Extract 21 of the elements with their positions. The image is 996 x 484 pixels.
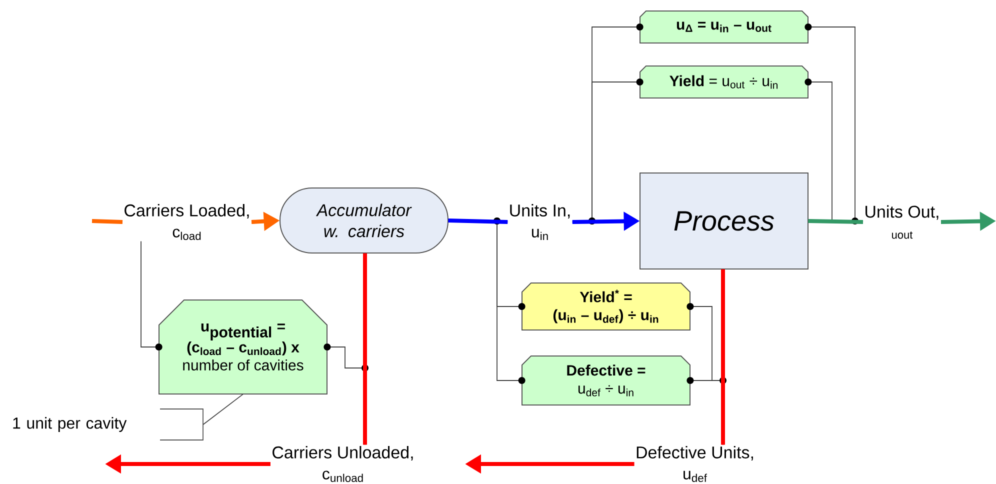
leader-line — [202, 394, 244, 425]
formula-box: u$_{Δ}$ = u$_{in}$ – u$_{out}$ — [640, 10, 808, 44]
formula-box: $\textbf{u}_{\textbf{potential}}\textbf{ =}$ (c$_{load}$ – c$_{unload}$) x number of cavities — [158, 300, 328, 394]
flow-line — [92, 219, 123, 224]
connector-line — [494, 218, 526, 384]
formula-box: Yield$^{*}$ = (u$_{in}$ – u$_{def}$) ÷ u$_{in}$ — [522, 282, 690, 330]
formula-box: Yield = u$_{out}$ ÷ u$_{in}$ — [640, 66, 808, 98]
flow-line — [721, 269, 725, 445]
connector-line — [140, 240, 162, 350]
flow-label: Carriers Unloaded, c$_{unload}$ — [272, 446, 413, 482]
flow-label: Carriers Loaded, c$_{load}$ — [124, 204, 249, 240]
formula-box: Defective = u$_{def}$ ÷ u$_{in}$ — [522, 356, 690, 406]
process-box: Process — [640, 172, 808, 270]
rounded-box: Accumulator w. carriers — [280, 188, 448, 254]
callout-label: 1 unit per cavity — [13, 408, 204, 440]
flow-line — [808, 219, 864, 224]
flow-line — [448, 218, 508, 224]
flow-label: Units Out, uout — [866, 205, 938, 239]
flow-label: Units In, u$_{in}$ — [510, 204, 570, 240]
flow-label: Defective Units, u$_{def}$ — [636, 446, 753, 482]
flow-line — [363, 253, 367, 445]
